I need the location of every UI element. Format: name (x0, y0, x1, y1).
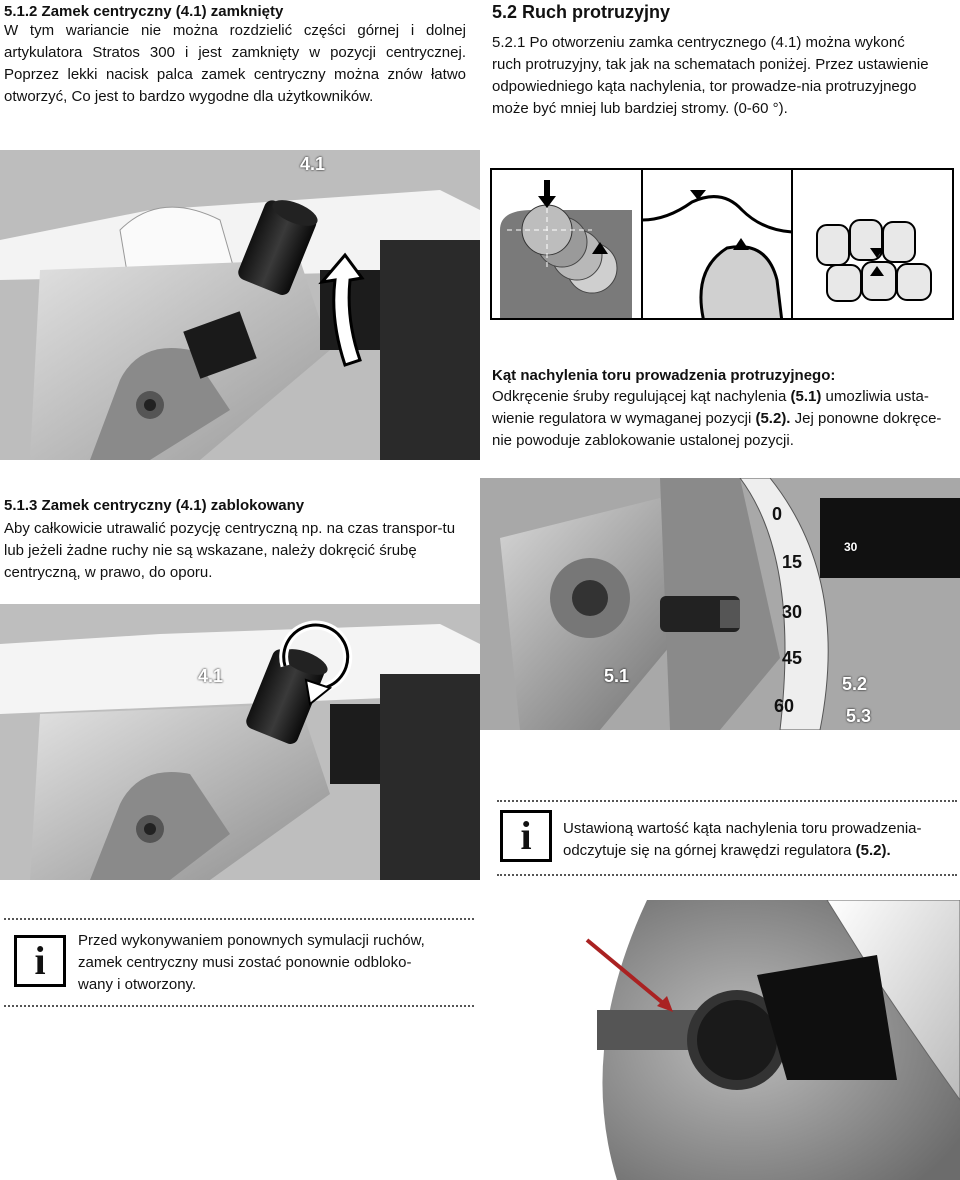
info1-icon-glyph: i (520, 813, 532, 858)
section-513-heading: 5.1.3 Zamek centryczny (4.1) zablokowany (4, 497, 305, 514)
photo-angle-regulator: 0 15 30 45 60 30 5.1 5.2 5.3 (480, 478, 960, 730)
angle-heading: Kąt nachylenia toru prowadzenia protruzy… (492, 367, 836, 384)
section-512-body: W tym wariancie nie można rozdzielić czę… (4, 22, 466, 105)
angle-body-a: Odkręcenie śruby regulującej kąt nachyle… (492, 388, 791, 405)
photo3-label-41: 4.1 (198, 666, 224, 686)
section-521-text: Po otworzeniu zamka centrycznego (4.1) m… (492, 34, 929, 117)
angle-ref-51: (5.1) (790, 388, 822, 405)
info1-info-icon: i (500, 810, 552, 862)
info1-text: Ustawioną wartość kąta nachylenia toru p… (563, 818, 948, 862)
info2-bottom-rule (4, 1005, 474, 1007)
info1-ref-52: (5.2). (855, 842, 891, 859)
label-53: 5.3 (846, 706, 872, 726)
protrusive-diagrams (490, 168, 954, 320)
info2-info-icon: i (14, 935, 66, 987)
scale-45: 45 (782, 648, 803, 668)
info2-icon-glyph: i (34, 938, 46, 983)
knob-scale-30: 30 (844, 540, 858, 554)
section-521-body: 5.2.1 Po otworzeniu zamka centrycznego (… (492, 32, 932, 120)
angle-body: Odkręcenie śruby regulującej kąt nachyle… (492, 386, 950, 452)
angle-ref-52: (5.2). (755, 410, 791, 427)
scale-60: 60 (774, 696, 795, 716)
info1-text-a: Ustawioną wartość kąta nachylenia toru p… (563, 820, 922, 859)
angle-body-b: umozliwia usta-wienie regulatora w wymag… (492, 388, 929, 427)
scale-30: 30 (782, 602, 803, 622)
section-52-heading: 5.2 Ruch protruzyjny (492, 2, 671, 22)
section-512-heading: 5.1.2 Zamek centryczny (4.1) zamknięty (4, 3, 284, 20)
label-52: 5.2 (842, 674, 868, 694)
scale-0: 0 (772, 504, 783, 524)
photo-centric-lock-locked: 4.1 (0, 604, 480, 880)
photo1-label-41: 4.1 (300, 154, 326, 174)
section-513-body: Aby całkowicie utrawalić pozycję centryc… (4, 520, 456, 581)
photo-centric-lock-open: 4.1 (0, 150, 480, 460)
photo-regulator-closeup (497, 900, 960, 1180)
info1-top-rule (497, 800, 957, 802)
info2-top-rule (4, 918, 474, 920)
scale-15: 15 (782, 552, 803, 572)
info1-bottom-rule (497, 874, 957, 876)
section-521-number: 5.2.1 (492, 34, 526, 51)
info2-text: Przed wykonywaniem ponownych symulacji r… (78, 932, 425, 993)
angle-body-c: Jej ponowne dokręce-nie powoduje zabloko… (492, 410, 942, 449)
label-51: 5.1 (604, 666, 630, 686)
